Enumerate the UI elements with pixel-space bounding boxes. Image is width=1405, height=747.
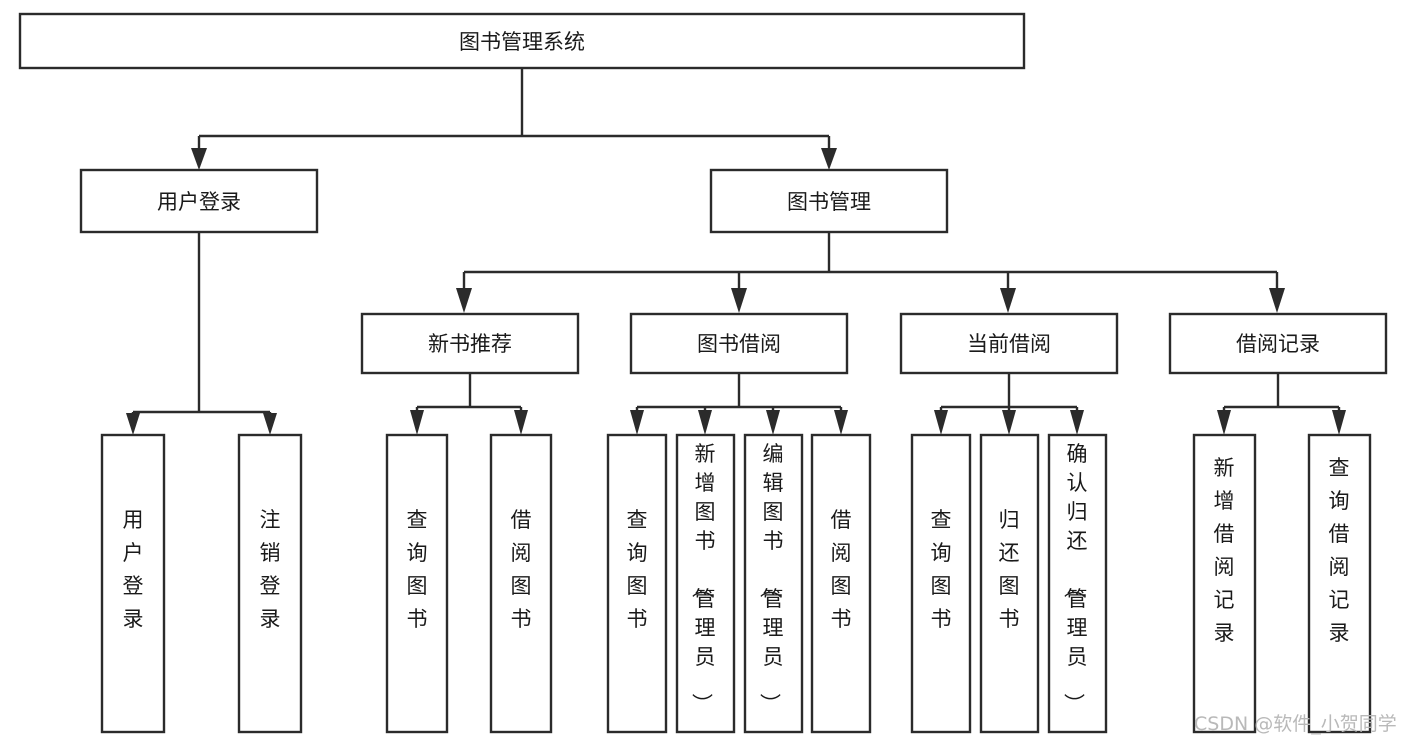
- node-leaf-record-query-box[interactable]: [1307, 433, 1372, 734]
- node-book-manage-label: 图书管理: [787, 190, 871, 214]
- node-leaf-user-login-box[interactable]: [100, 433, 166, 734]
- node-leaf-rec-query-book-box[interactable]: [385, 433, 449, 734]
- node-borrow-record-box[interactable]: [1168, 312, 1388, 375]
- node-user-login-label: 用户登录: [157, 190, 241, 214]
- node-user-login[interactable]: 用户登录: [79, 168, 319, 234]
- node-current-borrow-label: 当前借阅: [967, 332, 1051, 356]
- node-book-manage-box[interactable]: [709, 168, 949, 234]
- node-leaf-current-return-book[interactable]: 归还图书: [979, 433, 1040, 734]
- node-leaf-borrow-edit-book-label: 编辑图书（管理员）: [758, 442, 784, 714]
- arrow-head-leaf-user-login: [126, 413, 140, 435]
- node-root-label: 图书管理系统: [459, 30, 585, 54]
- arrow-head-leaf-current-return-book: [1002, 410, 1016, 435]
- node-leaf-borrow-add-book-box[interactable]: [675, 433, 736, 734]
- node-current-borrow-box[interactable]: [899, 312, 1119, 375]
- node-leaf-borrow-borrow-book-label: 借阅图书: [831, 508, 852, 631]
- node-root[interactable]: 图书管理系统: [18, 12, 1026, 70]
- node-new-book-rec-label: 新书推荐: [428, 332, 512, 356]
- arrow-head-new-book-rec: [456, 288, 472, 313]
- node-leaf-borrow-borrow-book-box[interactable]: [810, 433, 872, 734]
- node-leaf-borrow-query-book[interactable]: 查询图书: [606, 433, 668, 734]
- arrow-head-leaf-record-query: [1332, 410, 1346, 435]
- node-leaf-rec-borrow-book-box[interactable]: [489, 433, 553, 734]
- node-leaf-rec-borrow-book-label: 借阅图书: [511, 508, 532, 631]
- node-leaf-current-return-book-box[interactable]: [979, 433, 1040, 734]
- node-book-borrow[interactable]: 图书借阅: [629, 312, 849, 375]
- node-book-manage[interactable]: 图书管理: [709, 168, 949, 234]
- arrow-head-current-borrow: [1000, 288, 1016, 313]
- arrow-head-leaf-borrow-query-book: [630, 410, 644, 435]
- node-leaf-rec-borrow-book[interactable]: 借阅图书: [489, 433, 553, 734]
- node-new-book-rec[interactable]: 新书推荐: [360, 312, 580, 375]
- connector-layer: [126, 68, 1346, 435]
- arrow-head-leaf-rec-borrow-book: [514, 410, 528, 435]
- node-leaf-record-add-label: 新增借阅记录: [1214, 456, 1235, 645]
- arrow-head-leaf-rec-query-book: [410, 410, 424, 435]
- node-leaf-user-login[interactable]: 用户登录: [100, 433, 166, 734]
- arrow-head-user-login: [191, 148, 207, 170]
- node-new-book-rec-box[interactable]: [360, 312, 580, 375]
- arrow-head-leaf-current-query-book: [934, 410, 948, 435]
- node-book-borrow-box[interactable]: [629, 312, 849, 375]
- node-current-borrow[interactable]: 当前借阅: [899, 312, 1119, 375]
- arrow-head-leaf-borrow-borrow-book: [834, 410, 848, 435]
- node-leaf-borrow-add-book-label: 新增图书（管理员）: [690, 442, 716, 714]
- node-book-borrow-label: 图书借阅: [697, 332, 781, 356]
- arrow-head-book-borrow: [731, 288, 747, 313]
- node-leaf-rec-query-book[interactable]: 查询图书: [385, 433, 449, 734]
- node-leaf-current-confirm-return[interactable]: 确认归还（管理员）: [1047, 433, 1108, 734]
- arrow-head-leaf-user-logout: [263, 413, 277, 435]
- node-leaf-current-query-book-box[interactable]: [910, 433, 972, 734]
- node-leaf-user-logout-label: 注销登录: [260, 508, 281, 631]
- node-leaf-record-add[interactable]: 新增借阅记录: [1192, 433, 1257, 734]
- node-leaf-record-query[interactable]: 查询借阅记录: [1307, 433, 1372, 734]
- node-leaf-current-confirm-return-label: 确认归还（管理员）: [1062, 442, 1088, 714]
- node-leaf-borrow-edit-book-box[interactable]: [743, 433, 804, 734]
- node-leaf-user-logout[interactable]: 注销登录: [237, 433, 303, 734]
- arrow-head-book-manage: [821, 148, 837, 170]
- node-user-login-box[interactable]: [79, 168, 319, 234]
- arrow-head-borrow-record: [1269, 288, 1285, 313]
- arrow-head-leaf-current-confirm-return: [1070, 410, 1084, 435]
- node-leaf-borrow-query-book-box[interactable]: [606, 433, 668, 734]
- node-borrow-record-label: 借阅记录: [1236, 332, 1320, 356]
- node-borrow-record[interactable]: 借阅记录: [1168, 312, 1388, 375]
- node-leaf-user-login-label: 用户登录: [123, 508, 144, 631]
- node-leaf-rec-query-book-label: 查询图书: [407, 508, 428, 631]
- node-leaf-record-query-label: 查询借阅记录: [1329, 456, 1350, 645]
- arrow-head-leaf-borrow-edit-book: [766, 410, 780, 435]
- arrow-head-leaf-borrow-add-book: [698, 410, 712, 435]
- node-leaf-user-logout-box[interactable]: [237, 433, 303, 734]
- node-root-box[interactable]: [18, 12, 1026, 70]
- node-leaf-current-return-book-label: 归还图书: [999, 508, 1020, 631]
- node-leaf-borrow-add-book[interactable]: 新增图书（管理员）: [675, 433, 736, 734]
- csdn-watermark: CSDN @软件_小贺同学: [1194, 713, 1397, 735]
- arrow-head-leaf-record-add: [1217, 410, 1231, 435]
- node-leaf-borrow-query-book-label: 查询图书: [627, 508, 648, 631]
- node-leaf-current-query-book[interactable]: 查询图书: [910, 433, 972, 734]
- node-leaf-borrow-edit-book[interactable]: 编辑图书（管理员）: [743, 433, 804, 734]
- node-leaf-record-add-box[interactable]: [1192, 433, 1257, 734]
- node-leaf-borrow-borrow-book[interactable]: 借阅图书: [810, 433, 872, 734]
- node-leaf-current-query-book-label: 查询图书: [931, 508, 952, 631]
- node-leaf-current-confirm-return-box[interactable]: [1047, 433, 1108, 734]
